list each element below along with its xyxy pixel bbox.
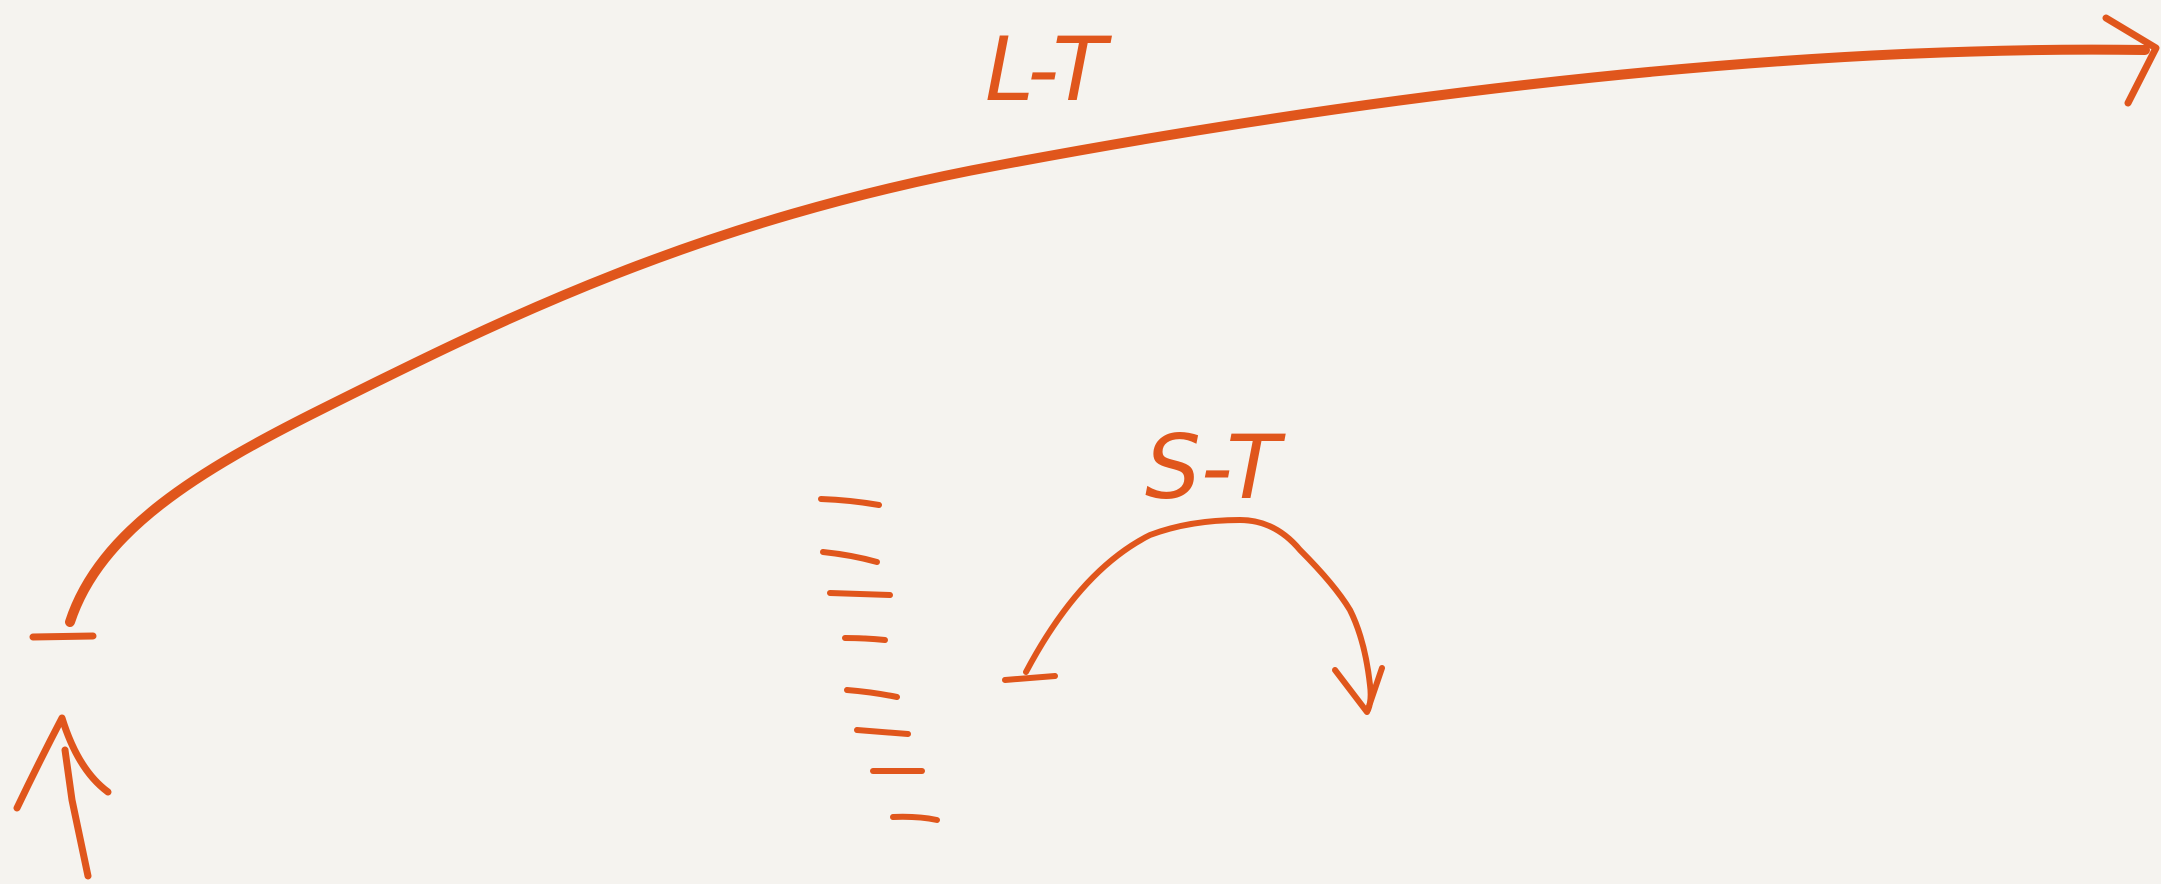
hatch-mark (844, 687, 900, 700)
hatch-mark (818, 496, 882, 508)
hatch-mark (827, 590, 893, 598)
short-term-start-tick (1002, 673, 1058, 683)
short-term-curve (1023, 517, 1374, 713)
upward-arrow-shaft (61, 746, 92, 880)
long-term-label: L-T (985, 18, 1113, 121)
long-term-arrowhead (2102, 14, 2160, 107)
hatch-mark (854, 727, 911, 737)
long-term-start-tick (29, 632, 97, 641)
upward-arrow (13, 714, 112, 880)
short-term-arc (1002, 517, 1385, 715)
long-term-arc (29, 14, 2160, 641)
upward-arrow-head (13, 714, 112, 812)
long-term-curve (65, 44, 2150, 627)
hatch-marks (818, 496, 940, 823)
short-term-arrowhead (1332, 665, 1385, 715)
short-term-label: S-T (1145, 416, 1286, 519)
hatch-mark (820, 549, 880, 565)
hatch-mark (842, 635, 888, 643)
hatch-mark (890, 813, 940, 823)
